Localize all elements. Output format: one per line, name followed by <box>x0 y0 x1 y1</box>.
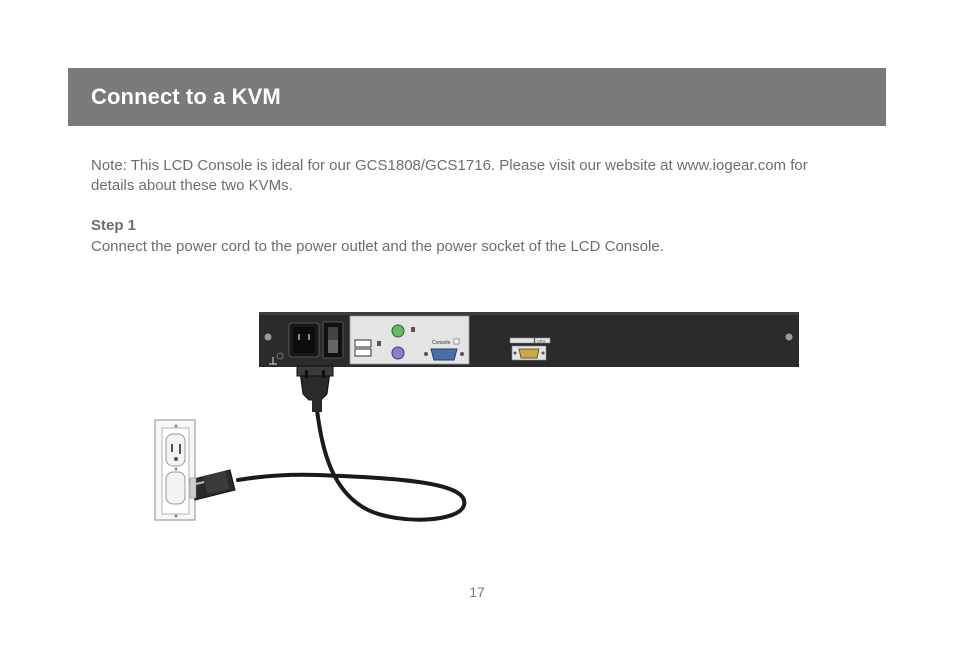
step-title: Step 1 <box>91 217 137 234</box>
power-cord <box>236 408 467 522</box>
outlet-receptacle <box>165 433 186 467</box>
iec-connector <box>296 365 334 412</box>
port-panel: Console <box>349 315 470 365</box>
power-plug <box>189 469 236 501</box>
vga-port <box>430 348 458 361</box>
page-number: 17 <box>469 584 485 600</box>
console-port-label: Console <box>432 340 451 346</box>
power-connection-illustration: Console CPU <box>154 312 799 522</box>
cpu-port-label: CPU <box>537 339 546 344</box>
usb-port <box>354 348 372 357</box>
cpu-connector <box>518 348 540 359</box>
header-bar: Connect to a KVM <box>68 68 886 126</box>
ps2-mouse-port <box>391 324 405 338</box>
screw-icon <box>264 333 272 341</box>
ps2-keyboard-port <box>391 346 405 360</box>
page-title: Connect to a KVM <box>91 84 281 109</box>
usb-port <box>354 339 372 348</box>
step-instructions: Connect the power cord to the power outl… <box>91 238 664 255</box>
lcd-console-rear-panel: Console CPU <box>259 312 799 367</box>
power-socket <box>288 322 320 358</box>
power-switch <box>322 321 344 359</box>
outlet-receptacle <box>165 471 186 505</box>
note-paragraph: Note: This LCD Console is ideal for our … <box>91 157 808 194</box>
wall-outlet <box>154 419 196 521</box>
ground-icon <box>269 352 284 365</box>
cpu-port-group: CPU <box>509 337 551 361</box>
screw-icon <box>785 333 793 341</box>
